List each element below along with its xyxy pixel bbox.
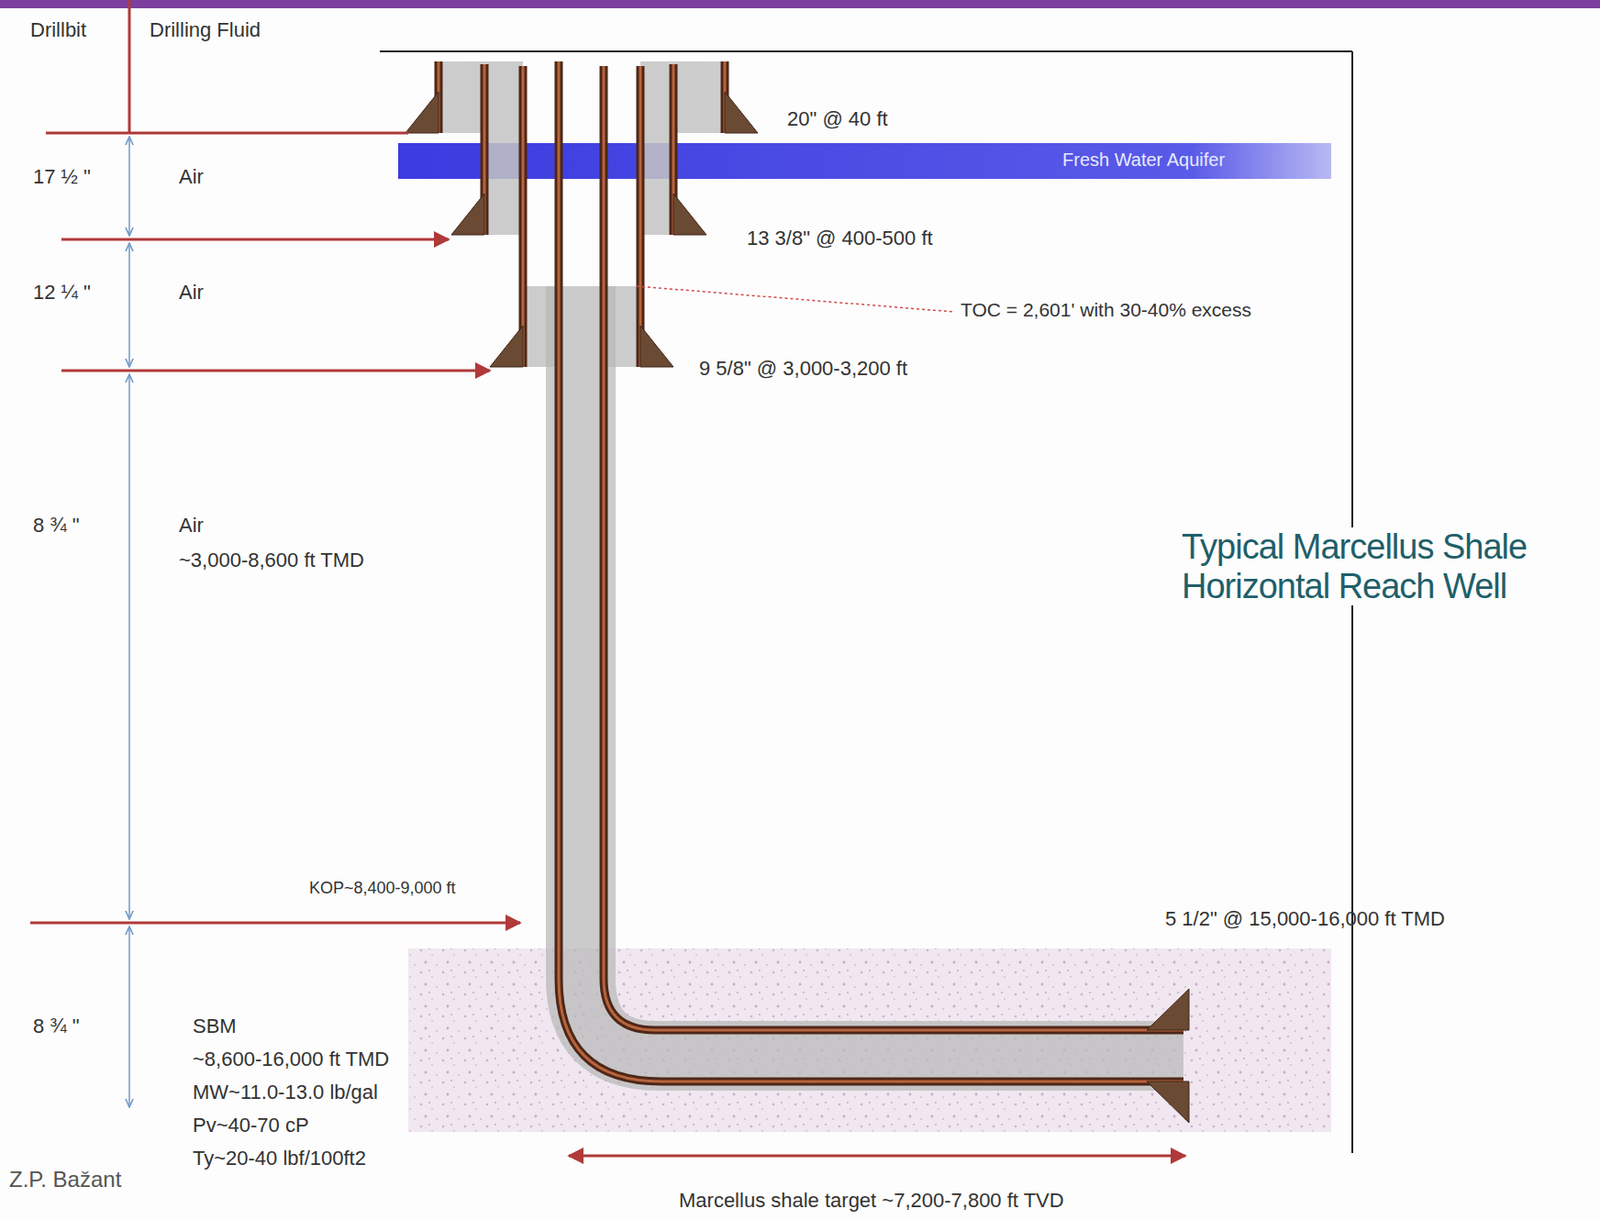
mud-property: MW~11.0-13.0 lb/gal	[192, 1080, 378, 1104]
bit-size: 12 ¼ "	[33, 280, 91, 304]
depth-range: ~8,600-16,000 ft TMD	[192, 1047, 389, 1071]
fluid-label: Air	[178, 165, 204, 189]
bit-size: 8 ¾ "	[33, 513, 80, 537]
casing-strings	[438, 61, 1184, 1082]
author-credit: Z.P. Bažant	[9, 1166, 122, 1193]
aquifer-label: Fresh Water Aquifer	[1062, 149, 1225, 171]
top-bar	[0, 0, 1600, 9]
fluid-label: Air	[178, 280, 204, 304]
section-markers	[30, 0, 1186, 1156]
bit-size: 17 ½ "	[33, 165, 91, 189]
casing-label: 9 5/8" @ 3,000-3,200 ft	[699, 356, 908, 380]
target-label: Marcellus shale target ~7,200-7,800 ft T…	[678, 1188, 1065, 1212]
kop-label: KOP~8,400-9,000 ft	[309, 878, 456, 899]
casing-label: 5 1/2" @ 15,000-16,000 ft TMD	[1165, 907, 1445, 931]
mud-property: Pv~40-70 cP	[192, 1113, 310, 1137]
column-heading: Drillbit	[30, 18, 87, 42]
depth-range: ~3,000-8,600 ft TMD	[178, 548, 365, 572]
fluid-label: Air	[178, 513, 204, 537]
casing-label: 13 3/8" @ 400-500 ft	[746, 226, 934, 250]
cement-sheath	[580, 286, 1184, 1056]
depth-dimension	[128, 136, 131, 1108]
mud-property: Ty~20-40 lbf/100ft2	[192, 1146, 367, 1170]
casing-label: 20" @ 40 ft	[787, 107, 889, 131]
ground-line	[379, 50, 1353, 53]
column-heading: Drilling Fluid	[149, 18, 261, 42]
bit-size: 8 ¾ "	[33, 1014, 80, 1038]
fluid-label: SBM	[192, 1014, 237, 1038]
toc-leader	[636, 286, 955, 312]
casing-shoes	[405, 91, 1189, 1123]
diagram-title: Typical Marcellus Shale Horizontal Reach…	[1179, 527, 1595, 606]
aquifer-band	[398, 143, 1332, 179]
toc-note: TOC = 2,601' with 30-40% excess	[960, 299, 1252, 322]
